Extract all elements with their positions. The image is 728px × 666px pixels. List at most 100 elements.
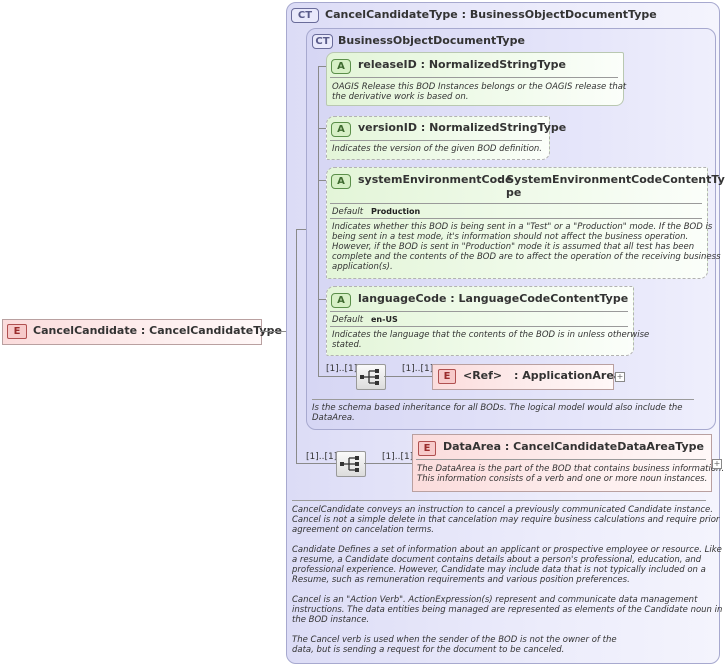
attribute-badge: A [331, 174, 351, 189]
description-line: the derivative work is based on. [332, 92, 469, 102]
attribute-title: versionID : NormalizedStringType [358, 121, 566, 134]
attribute-versionid[interactable] [326, 116, 550, 160]
sequence-icon [360, 369, 379, 385]
attribute-name: languageCode [358, 292, 447, 305]
base-type-description: Is the schema based inheritance for all … [312, 403, 683, 423]
connector-line [384, 376, 432, 377]
connector-line [318, 128, 326, 129]
element-description: The DataArea is the part of the BOD that… [417, 464, 724, 484]
divider [292, 500, 706, 501]
description-line: agreement on cancelation terms. [292, 525, 434, 535]
attribute-description: Indicates the version of the given BOD d… [332, 144, 542, 154]
description-line: CancelCandidate conveys an instruction t… [292, 505, 713, 515]
sequence-cardinality: [1]..[1] [306, 452, 338, 462]
attribute-type: : SystemEnvironmentCodeContentTy pe [498, 173, 725, 199]
divider [330, 311, 628, 312]
description-line: the BOD instance. [292, 615, 370, 625]
element-applicationarea[interactable] [432, 364, 614, 390]
attribute-title: languageCode : LanguageCodeContentType [358, 292, 628, 305]
complex-type-title: CancelCandidateType : BusinessObjectDocu… [325, 8, 657, 21]
attribute-releaseid[interactable] [326, 52, 624, 106]
attribute-systemenvironmentcode[interactable] [326, 167, 708, 279]
complex-type-name: CancelCandidateType [325, 8, 458, 21]
attribute-name: systemEnvironmentCode [358, 173, 513, 186]
connector-line [296, 229, 306, 230]
base-type-title: BusinessObjectDocumentType [338, 34, 525, 47]
description-line: Is the schema based inheritance for all … [312, 403, 683, 413]
default-value: Production [371, 207, 421, 216]
description-line: Cancel is an "Action Verb". ActionExpres… [292, 595, 698, 605]
attribute-name: versionID [358, 121, 417, 134]
divider [330, 140, 542, 141]
connector-line [318, 66, 326, 67]
element-badge: E [418, 441, 436, 456]
description-line: application(s). [332, 262, 393, 272]
attribute-badge: A [331, 122, 351, 137]
description-line: However, if the BOD is sent in "Producti… [332, 242, 695, 252]
sequence-compositor[interactable] [336, 451, 366, 477]
sequence-cardinality: [1]..[1] [326, 364, 358, 374]
attribute-title: releaseID : NormalizedStringType [358, 58, 566, 71]
description-line [292, 625, 722, 635]
element-name: DataArea [443, 440, 502, 453]
root-element[interactable] [2, 319, 262, 345]
element-cardinality: [1]..[1] [402, 364, 434, 374]
description-line: stated. [332, 340, 362, 350]
description-line: The Cancel verb is used when the sender … [292, 635, 617, 645]
divider [416, 459, 706, 460]
connector-line [260, 331, 286, 332]
description-line: Resume, such as remuneration requirement… [292, 575, 630, 585]
element-type: : CancelCandidateDataAreaType [504, 440, 704, 453]
description-line: professional experience. However, Candid… [292, 565, 706, 575]
connector-line [318, 66, 319, 376]
element-ref: <Ref> [463, 369, 503, 382]
connector-line [296, 229, 297, 463]
description-line: instructions. The data entities being ma… [292, 605, 723, 615]
description-line: This information consists of a verb and … [417, 474, 708, 484]
attribute-languagecode[interactable] [326, 286, 634, 356]
description-line: Indicates the language that the contents… [332, 330, 650, 340]
element-dataarea[interactable] [412, 434, 712, 492]
attribute-type: : NormalizedStringType [420, 58, 566, 71]
description-line: DataArea. [312, 413, 355, 423]
description-line: complete and the contents of the BOD are… [332, 252, 721, 262]
complex-type-badge: CT [291, 8, 319, 23]
root-element-title: CancelCandidate : CancelCandidateType [33, 324, 282, 337]
description-line: Indicates whether this BOD is being sent… [332, 222, 713, 232]
root-element-badge: E [7, 324, 27, 339]
default-label: Default [332, 315, 364, 325]
attribute-name: releaseID [358, 58, 417, 71]
attribute-badge: A [331, 293, 351, 308]
divider [312, 399, 694, 400]
attribute-description: Indicates the language that the contents… [332, 330, 649, 350]
description-line: being sent in a test mode, it's informat… [332, 232, 689, 242]
attribute-description: Indicates whether this BOD is being sent… [332, 222, 721, 272]
description-line: data, but is sending a request for the d… [292, 645, 565, 655]
element-type: : ApplicationArea [514, 369, 622, 382]
divider [330, 326, 628, 327]
root-element-name: CancelCandidate [33, 324, 138, 337]
connector-line [296, 463, 336, 464]
attribute-type-line: : SystemEnvironmentCodeContentTy [498, 173, 725, 186]
description-line: a resume, a Candidate document contains … [292, 555, 702, 565]
default-value: en-US [371, 315, 398, 324]
base-type-badge: CT [312, 34, 333, 49]
sequence-icon [340, 456, 359, 472]
attribute-type: : LanguageCodeContentType [450, 292, 629, 305]
description-line: OAGIS Release this BOD Instances belongs… [332, 82, 627, 92]
element-title: DataArea : CancelCandidateDataAreaType [443, 440, 704, 453]
expand-icon[interactable]: + [615, 372, 625, 382]
description-line: The DataArea is the part of the BOD that… [417, 464, 725, 474]
element-badge: E [438, 369, 456, 384]
divider [330, 77, 618, 78]
description-line [292, 585, 722, 595]
complex-type-description: CancelCandidate conveys an instruction t… [292, 505, 722, 655]
description-line [292, 535, 722, 545]
sequence-compositor[interactable] [356, 364, 386, 390]
expand-icon[interactable]: + [712, 459, 722, 469]
attribute-description: OAGIS Release this BOD Instances belongs… [332, 82, 626, 102]
connector-line [318, 376, 356, 377]
attribute-type: : NormalizedStringType [420, 121, 567, 134]
description-line: Cancel is not a simple delete in that ca… [292, 515, 720, 525]
description-line: Indicates the version of the given BOD d… [332, 144, 542, 154]
